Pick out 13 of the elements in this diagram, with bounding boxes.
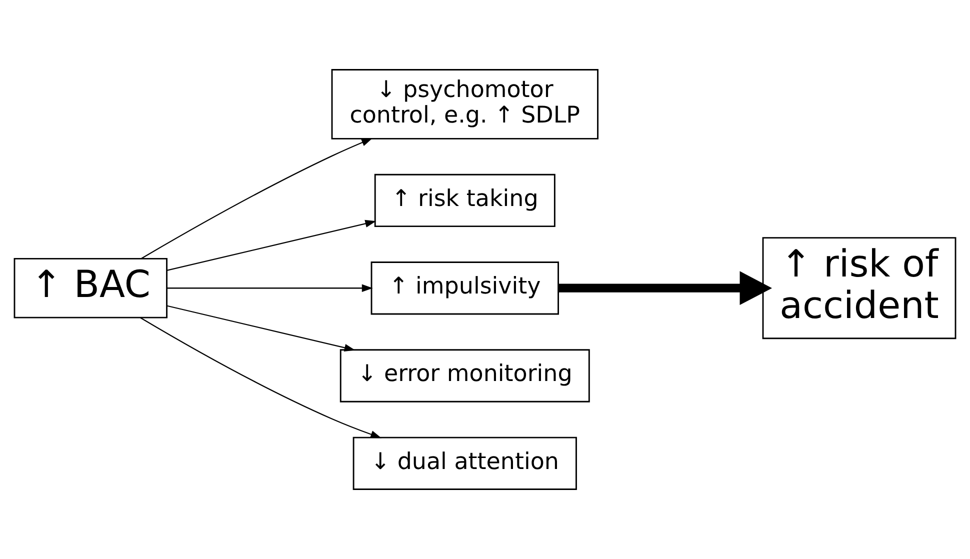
node-box: ↑ BAC — [14, 258, 168, 318]
arrow — [166, 284, 373, 292]
node-box: ↓ dual attention — [352, 436, 577, 490]
arrow — [558, 271, 772, 306]
arrow — [166, 220, 376, 272]
arrow — [140, 138, 372, 260]
node-box: ↑ impulsivity — [370, 262, 559, 315]
arrow — [140, 317, 382, 438]
node-box: ↑ risk of accident — [762, 237, 956, 340]
node-box: ↑ risk taking — [374, 174, 556, 228]
node-box: ↓ psychomotor control, e.g. ↑ SDLP — [331, 69, 598, 140]
node-box: ↓ error monitoring — [340, 349, 590, 402]
arrow — [166, 305, 356, 352]
